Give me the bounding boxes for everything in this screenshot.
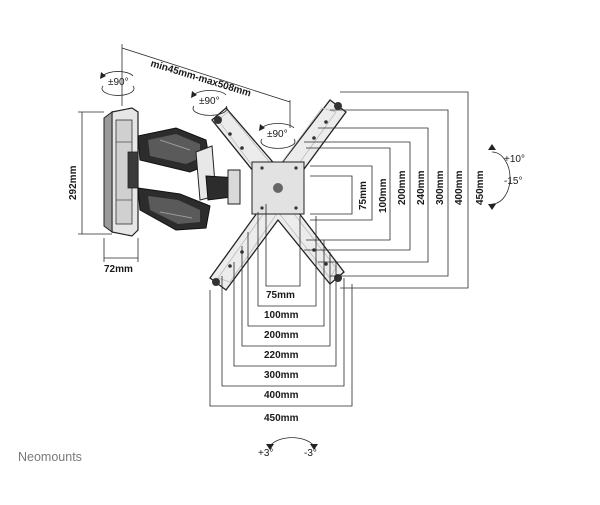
vesa-h-100: 100mm <box>264 310 299 321</box>
tilt-indicator: +10° -15° <box>488 144 525 210</box>
wall-plate-height-dimension: 292mm <box>68 111 112 235</box>
rotation-badge-head: ±90° <box>259 122 296 149</box>
vesa-h-300: 300mm <box>264 370 299 381</box>
brand-logo: Neomounts <box>18 450 82 464</box>
vesa-v-75: 75mm <box>358 181 369 210</box>
vesa-v-200: 200mm <box>397 170 408 205</box>
roll-minus-label: -3° <box>304 448 317 459</box>
vesa-h-220: 220mm <box>264 350 299 361</box>
arm-extension-label: min45mm-max508mm <box>149 58 252 99</box>
vesa-vertical-dimensions: 75mm 100mm 200mm 240mm 300mm 400mm 450mm <box>304 91 486 289</box>
wall-plate <box>103 107 139 237</box>
wall-plate-width-label: 72mm <box>104 264 133 275</box>
wall-swivel-label: ±90° <box>108 77 129 88</box>
vesa-h-450: 450mm <box>264 413 299 424</box>
mount-arms <box>137 127 241 231</box>
vesa-h-200: 200mm <box>264 330 299 341</box>
tilt-up-label: +10° <box>504 154 525 165</box>
roll-indicator: +3° -3° <box>258 437 318 459</box>
vesa-v-300: 300mm <box>435 170 446 205</box>
wall-plate-height-label: 292mm <box>68 165 79 200</box>
rotation-badge-arm: ±90° <box>191 89 228 116</box>
vesa-v-450: 450mm <box>475 170 486 205</box>
arm-swivel-label: ±90° <box>199 96 220 107</box>
vesa-v-400: 400mm <box>454 170 465 205</box>
tilt-down-label: -15° <box>504 176 522 187</box>
wall-plate-width-dimension: 72mm <box>103 238 139 275</box>
roll-plus-label: +3° <box>258 448 273 459</box>
vesa-v-100: 100mm <box>378 178 389 213</box>
vesa-v-240: 240mm <box>416 170 427 205</box>
rotation-badge-wall: ±90° <box>100 71 135 96</box>
head-swivel-label: ±90° <box>267 129 288 140</box>
vesa-horizontal-dimensions: 75mm 100mm 200mm 220mm 300mm 400mm 450mm <box>209 204 353 424</box>
vesa-plate <box>209 99 347 291</box>
vesa-h-400: 400mm <box>264 390 299 401</box>
vesa-h-75: 75mm <box>266 290 295 301</box>
